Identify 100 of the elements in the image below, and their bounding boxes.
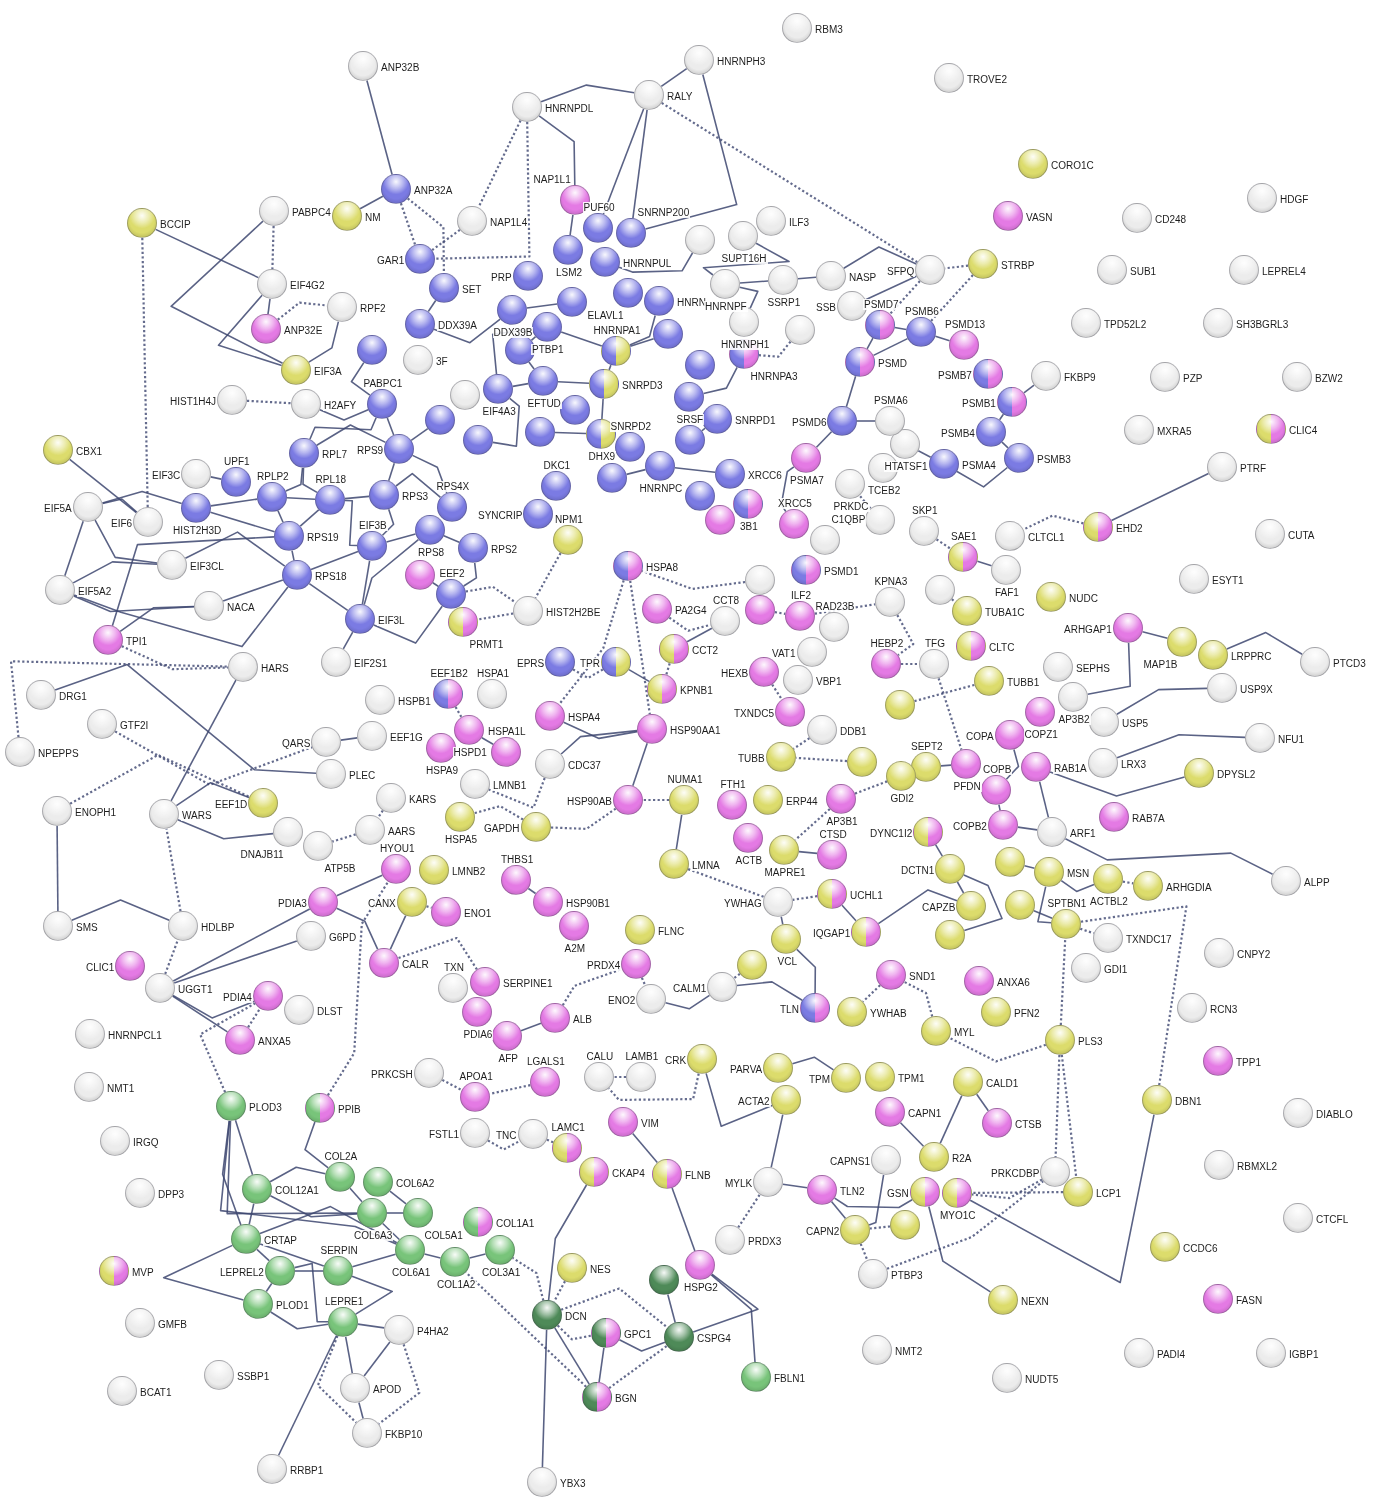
- node-label: MYL: [953, 1026, 976, 1038]
- node-label: GDI1: [1103, 963, 1129, 975]
- node-label: DHX9: [587, 451, 617, 462]
- dotted-connector: [434, 122, 531, 260]
- node-label: MYO1C: [939, 1210, 977, 1221]
- node-label: TPI1: [125, 635, 149, 647]
- node-label: RBM3: [814, 23, 844, 35]
- connector-line: [540, 84, 635, 103]
- node-label: EIF3L: [377, 614, 406, 626]
- connector-line: [527, 887, 537, 895]
- dotted-connector: [794, 808, 831, 841]
- node-label: UCHL1: [849, 889, 884, 901]
- connector-line: [319, 409, 369, 421]
- node-label: AP3B1: [825, 816, 859, 827]
- protein-node: [745, 565, 775, 595]
- connector-line: [644, 73, 738, 230]
- node-label: COL6A1: [391, 1267, 432, 1278]
- node-label: NMT2: [894, 1345, 924, 1357]
- node-label: LMNB2: [451, 865, 487, 877]
- protein-node: [685, 225, 715, 255]
- dotted-connector: [277, 301, 328, 321]
- node-label: BZW2: [1314, 372, 1344, 384]
- node-label: DPYSL2: [1216, 768, 1257, 780]
- node-label: LAMC1: [550, 1122, 586, 1133]
- node-label: ESYT1: [1211, 574, 1245, 586]
- node-label: MAP1B: [1142, 659, 1179, 670]
- dotted-connector: [972, 1191, 1063, 1194]
- connector-line: [56, 825, 59, 912]
- node-label: RPL7: [321, 448, 348, 460]
- node-label: MAPRE1: [763, 867, 807, 878]
- connector-line: [221, 1120, 242, 1226]
- node-label: LEPREL2: [219, 1266, 265, 1278]
- node-label: HARS: [260, 662, 290, 674]
- connector-line: [381, 1222, 401, 1241]
- connector-line: [632, 109, 648, 219]
- node-label: HNRNPA1: [592, 325, 642, 336]
- dotted-connector: [948, 1036, 1047, 1063]
- connector-line: [340, 737, 358, 741]
- node-label: CKAP4: [611, 1167, 646, 1179]
- node-label: RPS8: [417, 547, 446, 558]
- node-label: PSMA7: [789, 475, 825, 486]
- node-label: TPM1: [897, 1072, 926, 1084]
- connector-line: [335, 907, 379, 951]
- connector-line: [385, 533, 417, 543]
- node-label: PA2G4: [674, 604, 708, 616]
- node-label: NASP: [848, 271, 878, 283]
- node-label: SRSF: [675, 414, 705, 425]
- node-label: CCT8: [712, 595, 741, 606]
- connector-line: [209, 476, 223, 480]
- connector-line: [357, 1323, 385, 1329]
- node-label: CANX: [367, 897, 397, 909]
- connector-line: [602, 108, 645, 215]
- connector-line: [277, 1334, 338, 1457]
- node-label: USP9X: [1239, 683, 1274, 695]
- protein-node: [463, 425, 493, 455]
- node-label: CLTCL1: [1027, 531, 1066, 543]
- connector-line: [667, 1293, 676, 1324]
- node-label: KPNA3: [873, 576, 909, 587]
- dotted-connector: [546, 1138, 554, 1144]
- node-label: PZP: [1182, 372, 1204, 384]
- dotted-connector: [758, 340, 792, 358]
- node-label: NAP1L1: [532, 174, 572, 185]
- connector-line: [432, 582, 439, 587]
- node-label: CTSB: [1014, 1118, 1043, 1130]
- connector-line: [797, 276, 817, 280]
- node-label: UGGT1: [177, 983, 214, 995]
- node-label: PSMD13: [944, 319, 986, 330]
- dotted-connector: [614, 1075, 626, 1079]
- dotted-connector: [316, 1335, 357, 1424]
- node-label: PDIA6: [462, 1029, 494, 1040]
- connector-line: [291, 549, 295, 562]
- connector-line: [845, 375, 857, 408]
- node-label: RAD23B: [814, 601, 856, 612]
- connector-line: [625, 468, 647, 476]
- node-label: EEF1G: [389, 731, 424, 743]
- node-label: KARS: [408, 793, 438, 805]
- dotted-connector: [477, 120, 522, 208]
- protein-node: [890, 1210, 920, 1240]
- connector-line: [1086, 642, 1131, 695]
- node-label: EEF1D: [214, 798, 249, 810]
- protein-node: [847, 747, 877, 777]
- protein-node: [597, 463, 627, 493]
- node-label: CCT2: [691, 644, 720, 656]
- node-label: SH3BGRL3: [1235, 318, 1290, 330]
- node-label: TCEB2: [867, 485, 902, 496]
- dotted-connector: [641, 569, 746, 590]
- connector-line: [381, 508, 395, 537]
- dotted-connector: [441, 1078, 463, 1092]
- node-label: PFN2: [1013, 1007, 1041, 1019]
- node-label: PLOD3: [248, 1101, 283, 1113]
- dotted-connector: [665, 663, 671, 675]
- connector-line: [293, 1262, 329, 1323]
- node-label: EIF3A: [313, 365, 343, 377]
- dotted-connector: [607, 1073, 700, 1101]
- node-label: SERPIN: [319, 1245, 359, 1256]
- node-label: HSPA4: [567, 711, 602, 723]
- protein-node: [560, 395, 590, 425]
- node-label: GMFB: [157, 1318, 188, 1330]
- node-label: H2AFY: [323, 399, 358, 411]
- node-label: LCP1: [1095, 1187, 1122, 1199]
